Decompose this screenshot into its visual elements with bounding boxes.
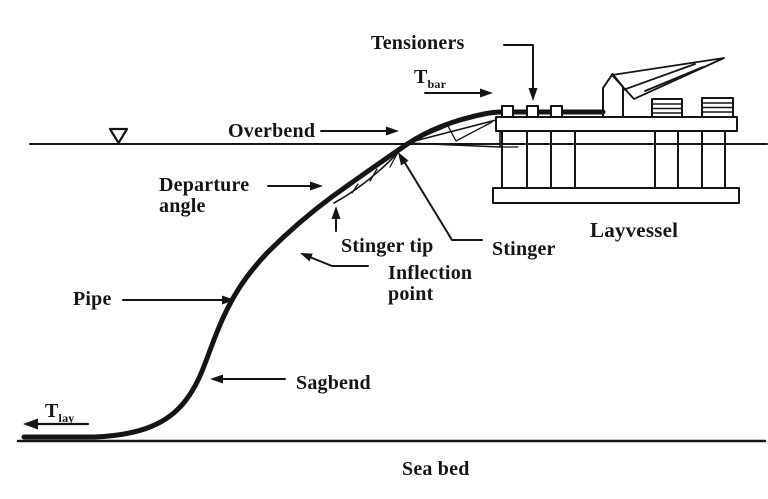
- t-lay-label: Tlay: [45, 400, 75, 425]
- overbend-label: Overbend: [228, 120, 316, 142]
- departure-angle-label: Departure angle: [159, 175, 249, 217]
- t-lay-arrow: [23, 418, 90, 430]
- t-bar-symbol: T: [414, 66, 428, 88]
- stinger-label: Stinger: [492, 238, 556, 260]
- stinger-tip-label: Stinger tip: [341, 235, 434, 257]
- departure-angle-line1: Departure: [159, 174, 250, 196]
- overbend-arrow: [320, 126, 399, 136]
- pipe-curve: [21, 109, 606, 440]
- tensioners-label: Tensioners: [371, 32, 465, 54]
- inflection-point-label: Inflection point: [388, 263, 472, 305]
- pipe-stack-left: [651, 98, 683, 118]
- layvessel-label: Layvessel: [590, 218, 679, 242]
- t-bar-label: Tbar: [414, 66, 447, 91]
- tensioners-arrow: [503, 44, 538, 101]
- inflection-point-leader-arrow: [300, 253, 369, 267]
- sea-bed-label: Sea bed: [402, 458, 470, 480]
- stinger-leader-arrow: [398, 152, 483, 241]
- t-lay-subscript: lay: [58, 411, 75, 425]
- t-bar-arrow: [424, 88, 493, 98]
- t-lay-symbol: T: [45, 400, 59, 422]
- departure-angle-line2: angle: [159, 195, 206, 217]
- departure-angle-arrow: [267, 181, 323, 191]
- vessel-pontoon: [492, 187, 740, 204]
- vessel-columns: [501, 130, 726, 189]
- crane-boom: [611, 57, 725, 100]
- crane-pedestal: [602, 73, 624, 118]
- tensioner-blocks: [501, 105, 563, 118]
- inflection-point-line2: point: [388, 283, 434, 305]
- pipe-arrow: [122, 295, 235, 305]
- sagbend-label: Sagbend: [296, 372, 371, 394]
- vessel-deck: [495, 116, 738, 132]
- inflection-point-line1: Inflection: [388, 262, 473, 284]
- pipe-stack-right: [701, 97, 734, 118]
- sagbend-arrow: [210, 374, 286, 384]
- pipe-label: Pipe: [73, 288, 112, 310]
- stinger-tip-arrow: [331, 206, 341, 232]
- layvessel-drawing: [492, 57, 740, 204]
- water-level-nabla-icon: [108, 127, 129, 145]
- t-bar-subscript: bar: [427, 77, 447, 91]
